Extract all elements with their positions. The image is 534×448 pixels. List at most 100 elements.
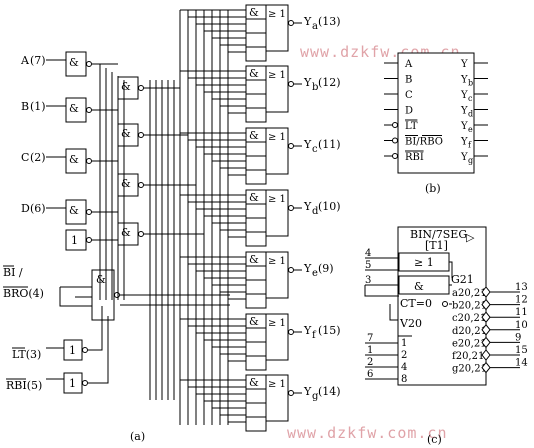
and-symbol: &	[121, 127, 131, 140]
segment-pin: 9	[515, 332, 521, 343]
input-gate-a: &	[65, 51, 92, 77]
output-name: Y	[303, 200, 312, 213]
input-a-name: A	[20, 54, 30, 67]
symbol-b-output: Y	[460, 152, 468, 163]
symbol-b-input: B	[405, 75, 412, 86]
output-block-c: &≥ 1	[245, 127, 302, 185]
and-symbol: &	[121, 177, 131, 190]
stage2-gate-4: &	[117, 222, 144, 246]
symbol-b-output-sub: d	[468, 110, 473, 119]
or-symbol: ≥ 1	[268, 379, 286, 390]
output-name: Y	[303, 138, 312, 151]
input-b: B (1)	[21, 100, 46, 113]
output-block-a: &≥ 1	[245, 4, 302, 62]
segment-pin: 12	[515, 295, 528, 306]
segment-label: b20,21	[452, 301, 487, 312]
input-d-name: D	[21, 202, 30, 215]
symbol-b-output-sub: f	[468, 141, 472, 150]
symbol-b-output-sub: b	[468, 79, 473, 88]
or-symbol: ≥ 1	[414, 256, 434, 269]
symbol-b-output-sub: g	[468, 156, 473, 165]
output-block-e: &≥ 1	[245, 251, 302, 309]
symbol-b-input: RBI	[405, 152, 424, 163]
output-block-d: &≥ 1	[245, 189, 302, 247]
iec-symbol-c: BIN/7SEG [T1] ▷ ≥ 1 & CT=0 V20 G21 453 7…	[364, 226, 528, 446]
output-name: Y	[303, 385, 312, 398]
and-symbol: &	[96, 273, 106, 286]
symbol-b-input: D	[405, 106, 413, 117]
and-symbol: &	[121, 80, 131, 93]
output-pin: (15)	[318, 324, 341, 337]
weight-pin: 2	[367, 357, 373, 368]
and-symbol: &	[249, 191, 259, 204]
caption-b: (b)	[425, 182, 441, 195]
input-a-pin: (7)	[30, 54, 46, 67]
wire-bus	[92, 9, 246, 425]
triangle-icon: ▷	[466, 231, 475, 244]
symbol-b-output: Y	[460, 137, 468, 148]
and-symbol: &	[249, 129, 259, 142]
weight-pin: 6	[367, 369, 373, 380]
symbol-b-output: Y	[460, 121, 468, 132]
input-gate-c: &	[65, 148, 92, 174]
output-name: Y	[303, 324, 312, 337]
rbi-label: RBI(5)	[6, 379, 42, 392]
output-sub: d	[312, 206, 319, 217]
and-symbol: &	[69, 204, 79, 217]
symbol-b-input: LT	[405, 121, 418, 132]
output-blocks: &≥ 1&≥ 1&≥ 1&≥ 1&≥ 1&≥ 1&≥ 1	[245, 4, 302, 432]
output-block-g: &≥ 1	[245, 374, 302, 432]
weight-label: 2	[401, 350, 407, 361]
output-sub: e	[312, 268, 318, 279]
input-c-name: C	[21, 151, 29, 164]
inverter-gate: 1	[65, 229, 92, 251]
watermark-bottom: www.dzkfw.com.cn	[287, 424, 448, 442]
segment-pin: 15	[515, 345, 528, 356]
input-c: C (2)	[21, 151, 46, 164]
and-symbol: &	[249, 67, 259, 80]
output-sub: c	[312, 144, 318, 155]
input-a: A (7)	[20, 54, 46, 67]
one-symbol: 1	[69, 344, 76, 357]
and-symbol: &	[69, 56, 79, 69]
symbol-b-output-sub: e	[468, 125, 473, 134]
segment-pin: 13	[515, 282, 528, 293]
and-symbol: &	[249, 376, 259, 389]
rbi-inverter: 1	[63, 372, 88, 394]
ct-label: CT=0	[400, 297, 432, 310]
caption-c: (c)	[427, 433, 442, 446]
input-b-pin: (1)	[30, 100, 46, 113]
caption-a: (a)	[130, 430, 145, 443]
lt-inverter: 1	[63, 339, 88, 361]
output-name: Y	[303, 76, 312, 89]
input-gate-d: &	[65, 199, 92, 225]
and-symbol: &	[249, 315, 259, 328]
segment-pin: 14	[515, 358, 528, 369]
weight-label: 4	[401, 362, 407, 373]
segment-label: e20,21	[452, 338, 487, 349]
output-block-f: &≥ 1	[245, 313, 302, 371]
or-symbol: ≥ 1	[268, 256, 286, 267]
or-symbol: ≥ 1	[268, 70, 286, 81]
segment-pin: 11	[515, 307, 528, 318]
bi-label: BI /	[3, 266, 23, 279]
lt-label: LT(3)	[12, 348, 41, 361]
symbol-c-ref: [T1]	[425, 239, 448, 252]
symbol-b-output-sub: c	[468, 94, 473, 103]
input-b-name: B	[21, 100, 29, 113]
output-pin: (13)	[318, 15, 341, 28]
output-pin: (10)	[318, 200, 341, 213]
bro-label: BRO(4)	[3, 287, 44, 300]
control-pin: 5	[365, 260, 371, 271]
logic-diagram-a: A (7) B (1) C (2) D (6) BI / BRO(4) LT(3…	[3, 4, 341, 443]
v20-label: V20	[399, 317, 422, 330]
segment-pin: 10	[515, 320, 528, 331]
output-name: Y	[303, 262, 312, 275]
symbol-b-output: Y	[460, 90, 468, 101]
output-sub: f	[312, 330, 317, 341]
